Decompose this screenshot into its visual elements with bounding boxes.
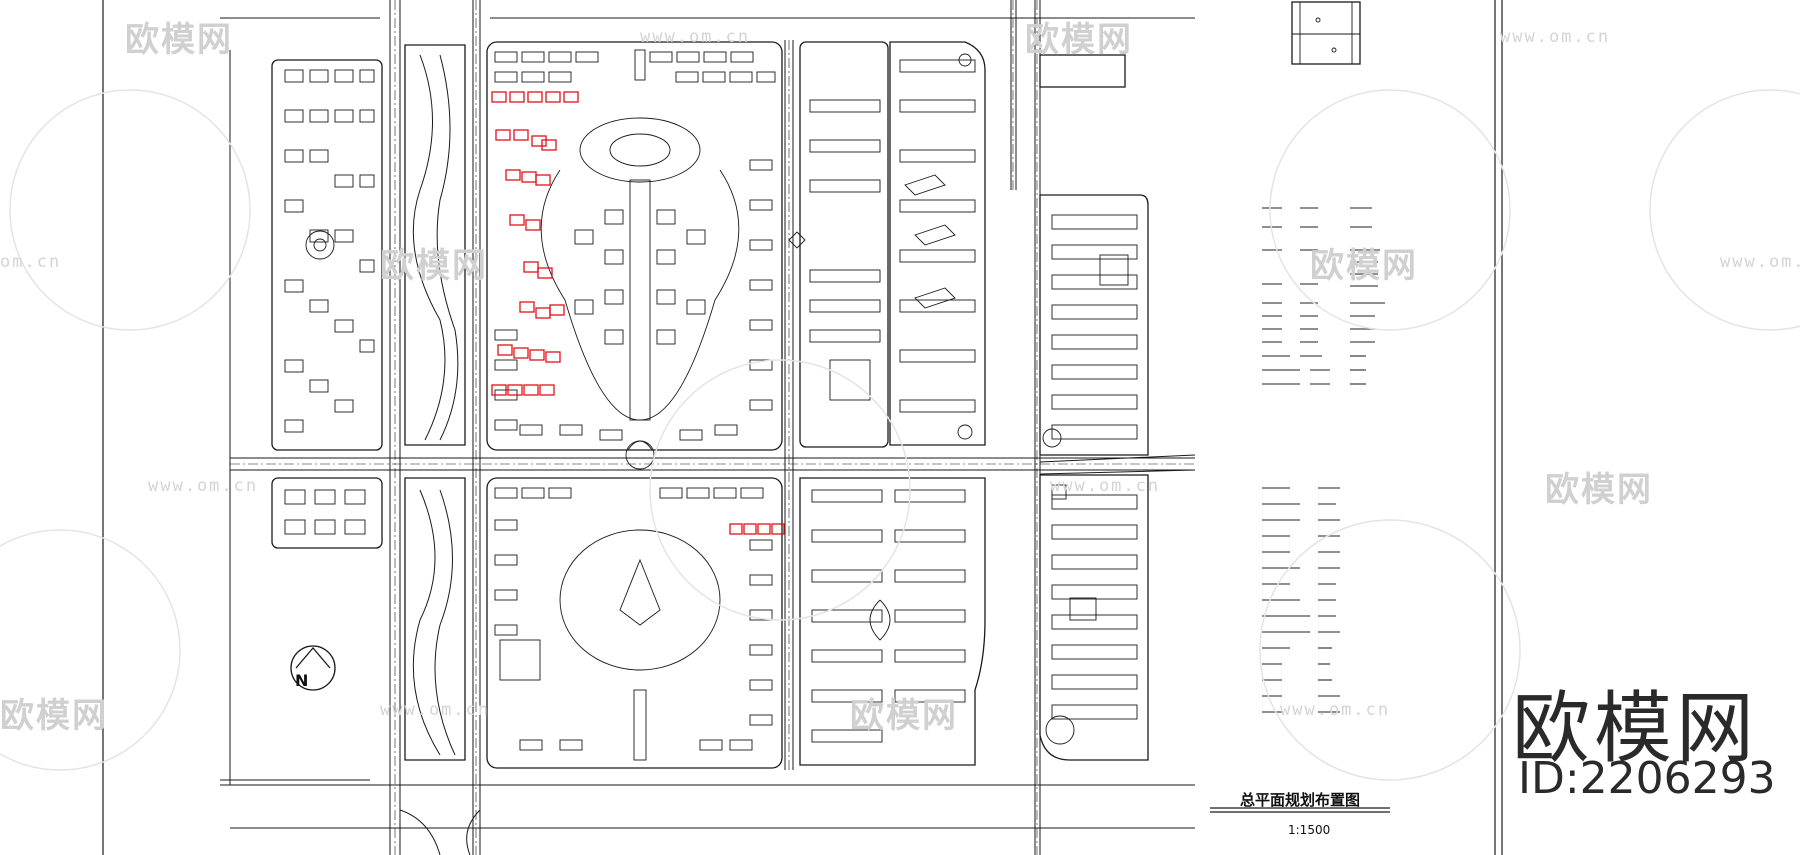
watermark-url: www.om.cn [1050,476,1161,496]
building-footprints [284,2,1360,761]
legend-table [1262,207,1385,713]
model-id: ID:2206293 [1518,753,1776,804]
watermark-url: www.om.cn [148,476,259,496]
road-centerlines [230,0,1195,855]
highlighted-units [491,91,785,535]
watermark-url: www.om.cn [1720,252,1800,272]
road-network [220,0,1196,855]
watermark-brand: 欧模网 [380,246,488,286]
watermark-brand: 欧模网 [1025,20,1133,60]
watermark-brand: 欧模网 [0,696,108,736]
watermark-url: www.om.cn [1280,700,1391,720]
watermark-url: www.om.cn [640,27,751,47]
watermark-arcs [0,89,1800,781]
brand-logo: 欧模网 [1512,684,1759,774]
watermark-brand: 欧模网 [1545,470,1653,510]
watermark-url: www.om.cn [1500,27,1611,47]
watermark-url: www.om.cn [380,700,491,720]
sheet-frame [102,0,1503,855]
watermark-url: om.cn [0,252,62,272]
watermark-brand: 欧模网 [850,696,958,736]
drawing-title: 总平面规划布置图 [1240,791,1361,809]
greenbelt-path [412,54,459,756]
drawing-scale: 1:1500 [1288,823,1331,837]
watermark-brand: 欧模网 [1310,246,1418,286]
district-outlines [271,1,1361,769]
watermark-brand: 欧模网 [125,20,233,60]
north-arrow [290,645,336,691]
north-label: N [295,671,309,690]
